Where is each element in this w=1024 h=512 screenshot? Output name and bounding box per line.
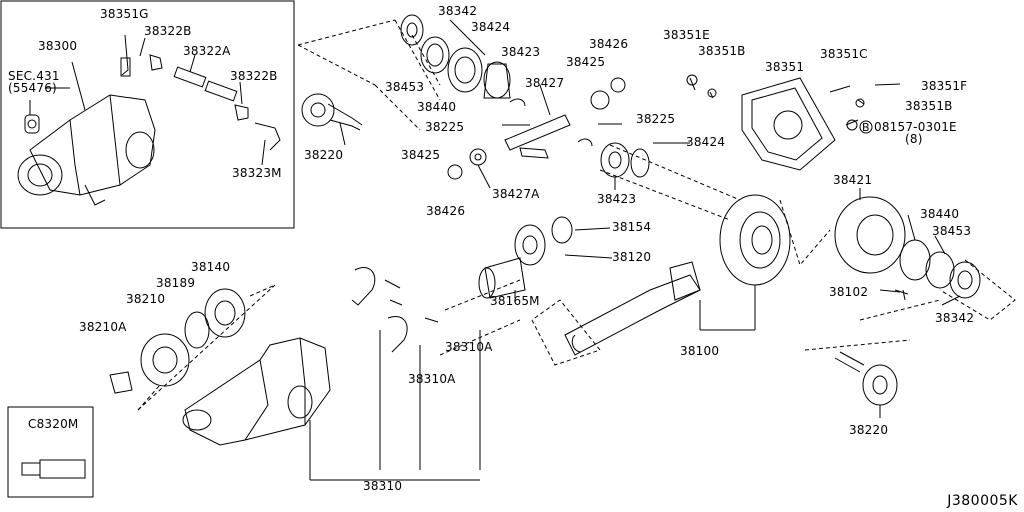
label-38100: 38100 <box>680 344 720 358</box>
ring-gear-drawing <box>719 194 791 286</box>
label-bolt-code: 08157-0301E <box>874 120 957 134</box>
label-38225-a: 38225 <box>425 120 465 134</box>
label-38427: 38427 <box>525 76 565 90</box>
label-38421: 38421 <box>833 173 873 187</box>
label-38342-right: 38342 <box>935 311 975 325</box>
label-38423-mid: 38423 <box>597 192 637 206</box>
label-38351B-mid: 38351B <box>905 99 953 113</box>
inset-frame <box>0 0 295 229</box>
label-38300: 38300 <box>38 39 78 53</box>
label-38165M: 38165M <box>490 294 540 308</box>
label-38351F: 38351F <box>921 79 968 93</box>
label-38220-right: 38220 <box>849 423 889 437</box>
label-38310A-b: 38310A <box>408 372 456 386</box>
label-38140: 38140 <box>191 260 231 274</box>
label-38351E: 38351E <box>663 28 710 42</box>
label-38424-top: 38424 <box>471 20 511 34</box>
label-38210A: 38210A <box>79 320 127 334</box>
label-38323M: 38323M <box>232 166 282 180</box>
breather-parts-inset-drawing <box>120 34 281 166</box>
label-38426-top: 38426 <box>589 37 629 51</box>
label-38453-top: 38453 <box>385 80 425 94</box>
side-bearing-top-drawing <box>400 14 511 99</box>
label-section-sub: (55476) <box>8 81 57 95</box>
label-38154: 38154 <box>612 220 652 234</box>
bolt-marker-letter: B <box>862 121 870 134</box>
companion-flange-38220-left-drawing <box>301 93 363 146</box>
label-38322B-b: 38322B <box>230 69 278 83</box>
label-38322A: 38322A <box>183 44 231 58</box>
diagram-code: J380005K <box>947 493 1018 509</box>
label-38453-right: 38453 <box>932 224 972 238</box>
label-38351B-top: 38351B <box>698 44 746 58</box>
label-38189: 38189 <box>156 276 196 290</box>
label-38427A: 38427A <box>492 187 540 201</box>
label-38220-left: 38220 <box>304 148 344 162</box>
bolt-marker-circle <box>859 120 873 134</box>
differential-case-drawing <box>834 196 981 301</box>
label-38102: 38102 <box>829 285 869 299</box>
label-38342-top: 38342 <box>438 4 478 18</box>
tool-drawing <box>21 459 86 479</box>
label-bolt-qty: (8) <box>905 132 923 146</box>
label-38225-b: 38225 <box>636 112 676 126</box>
label-38351: 38351 <box>765 60 805 74</box>
pinion-shaft-drawing <box>504 84 593 159</box>
pinion-bearing-drawing <box>478 216 573 299</box>
carrier-housing-drawing <box>182 337 331 446</box>
leader-lines <box>477 123 961 331</box>
tool-box-frame <box>7 406 94 498</box>
mounting-brackets-drawing <box>309 267 481 481</box>
label-38426-mid: 38426 <box>426 204 466 218</box>
label-38351C: 38351C <box>820 47 868 61</box>
companion-flange-38220-right-drawing <box>834 351 898 418</box>
tool-box-label: C8320M <box>28 417 79 431</box>
label-section-ref: SEC.431 <box>8 69 60 83</box>
front-seal-bearing-drawing <box>109 288 246 394</box>
rear-cover-drawing <box>686 74 901 171</box>
label-38310: 38310 <box>363 479 403 493</box>
label-38310A-a: 38310A <box>445 340 493 354</box>
label-38440-right: 38440 <box>920 207 960 221</box>
label-38424-mid: 38424 <box>686 135 726 149</box>
label-38425-mid: 38425 <box>401 148 441 162</box>
label-38440-top: 38440 <box>417 100 457 114</box>
side-gears-mid-drawing <box>447 77 650 180</box>
housing-assembly-inset-drawing <box>17 61 156 206</box>
drive-pinion-drawing <box>564 261 701 356</box>
label-38423-top: 38423 <box>501 45 541 59</box>
label-38351G: 38351G <box>100 7 149 21</box>
label-38210: 38210 <box>126 292 166 306</box>
label-38322B-a: 38322B <box>144 24 192 38</box>
label-38425-top: 38425 <box>566 55 606 69</box>
label-38120: 38120 <box>612 250 652 264</box>
